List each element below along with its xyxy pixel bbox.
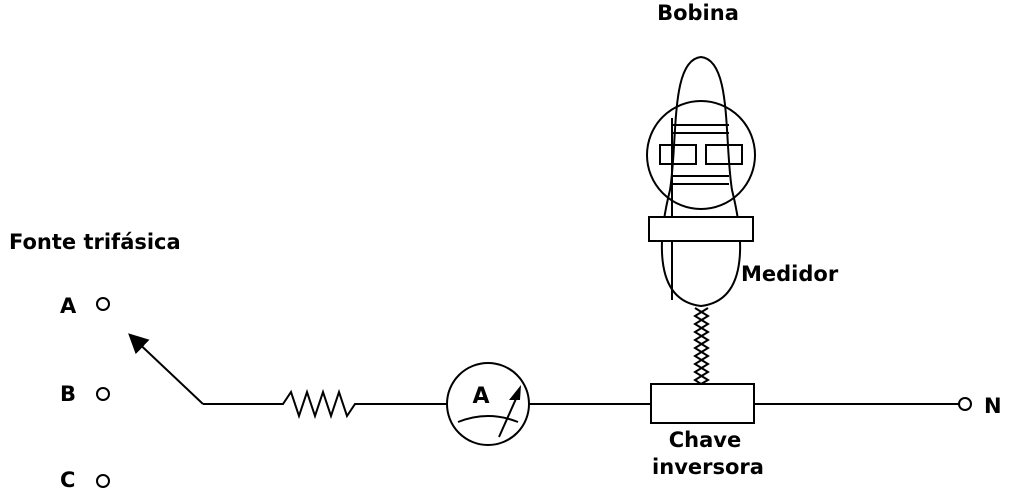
- phase-a-label: A: [60, 294, 77, 318]
- phase-a-terminal: A: [60, 294, 110, 318]
- phase-b-label: B: [60, 382, 76, 406]
- neutral-node: [958, 397, 972, 411]
- phase-a-node: [96, 297, 110, 311]
- ammeter-symbol: A: [472, 384, 489, 409]
- bobina-coil-loop: [660, 55, 742, 308]
- ammeter-scale-arc: [457, 415, 519, 423]
- phase-c-label: C: [60, 468, 75, 490]
- chave-inversora-box: [650, 383, 755, 424]
- meter-base: [648, 216, 754, 242]
- chave-label-line1: Chave: [669, 428, 741, 452]
- phase-c-terminal: C: [60, 468, 110, 490]
- twisted-wire-b: [693, 307, 710, 385]
- medidor: [646, 100, 756, 300]
- ammeter-needle-head: [509, 385, 521, 400]
- meter-display-right: [705, 144, 743, 165]
- chave-label-line2: inversora: [652, 455, 764, 479]
- bobina-label: Bobina: [657, 1, 739, 25]
- selector-switch-arm: [128, 333, 204, 405]
- neutral-label: N: [984, 394, 1002, 418]
- meter-body: [646, 100, 756, 210]
- phase-b-node: [96, 387, 110, 401]
- resistor: [273, 388, 361, 420]
- twisted-wire-a: [693, 307, 710, 385]
- meter-display-left: [659, 144, 697, 165]
- medidor-label: Medidor: [741, 262, 839, 286]
- ammeter: A: [446, 362, 530, 446]
- phase-b-terminal: B: [60, 382, 110, 406]
- phase-c-node: [96, 474, 110, 488]
- fonte-trifasica-label: Fonte trifásica: [9, 230, 181, 254]
